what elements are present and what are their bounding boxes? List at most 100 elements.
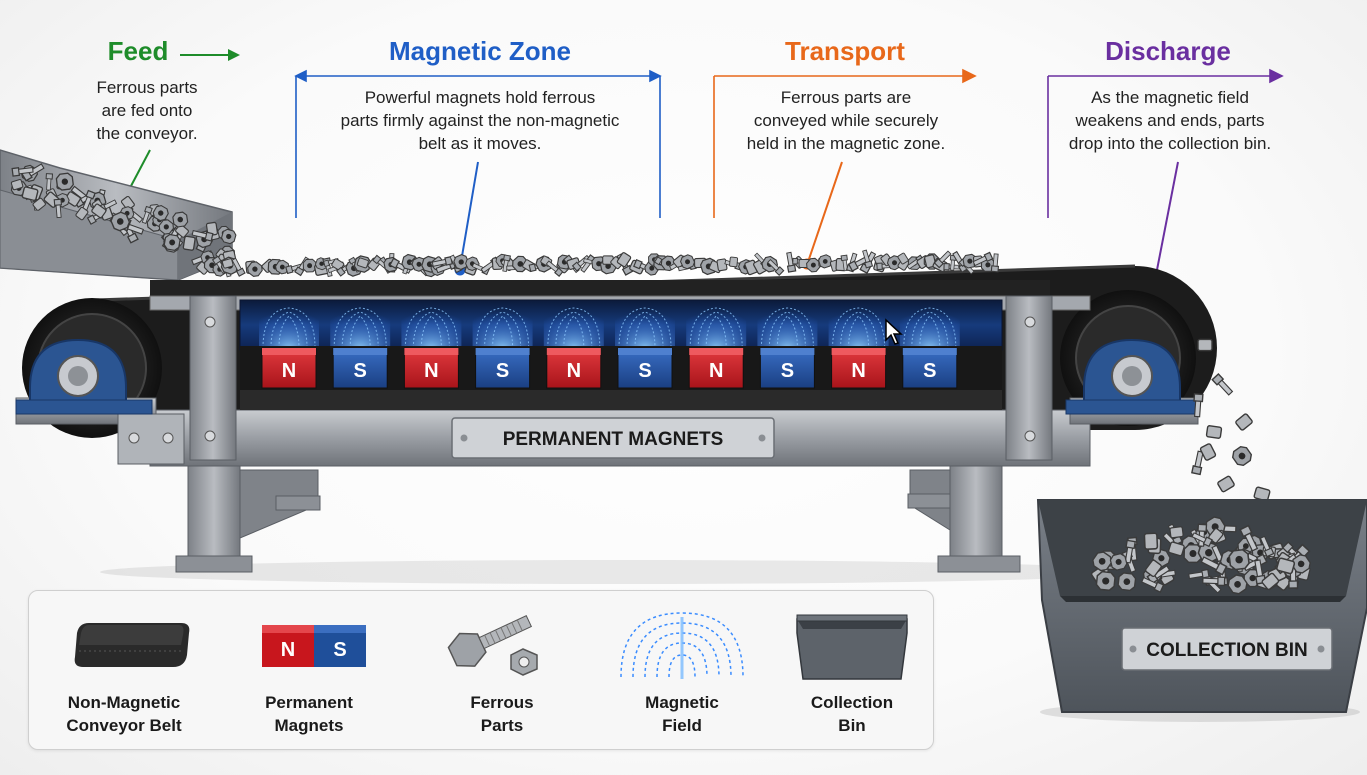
magnet-s-label: S bbox=[333, 639, 346, 661]
falling-part bbox=[1205, 425, 1223, 439]
feed-parts-pile bbox=[10, 163, 238, 278]
field-line bbox=[349, 315, 371, 349]
belt-parts bbox=[196, 249, 1000, 278]
ferrous-part bbox=[221, 258, 234, 269]
magnet-icon: N S bbox=[262, 625, 366, 667]
field-glow bbox=[686, 302, 747, 348]
ferrous-part bbox=[786, 251, 797, 273]
ferrous-part bbox=[91, 203, 107, 219]
ferrous-part bbox=[32, 197, 46, 211]
legend-label: Magnetic Field bbox=[607, 691, 757, 737]
ferrous-part bbox=[1183, 543, 1203, 564]
ferrous-part bbox=[10, 179, 24, 191]
bolt-nut-icon bbox=[447, 614, 538, 676]
magnet-pole-label: S bbox=[923, 360, 936, 382]
ferrous-part bbox=[1145, 559, 1162, 578]
falling-part bbox=[1211, 372, 1234, 396]
field-glow bbox=[828, 302, 889, 348]
transport-desc-line: Ferrous parts are bbox=[780, 88, 912, 107]
falling-part bbox=[1191, 450, 1204, 476]
legend-item-conveyor-belt: Non-Magnetic Conveyor Belt bbox=[49, 591, 199, 749]
ferrous-part bbox=[356, 257, 369, 269]
ferrous-part bbox=[1261, 572, 1280, 590]
field-glow bbox=[259, 302, 319, 348]
legend-label-line: Collection bbox=[810, 693, 894, 712]
field-line bbox=[333, 307, 387, 349]
right-leg bbox=[907, 459, 1021, 573]
ferrous-part bbox=[220, 228, 237, 245]
discharge-leader bbox=[1149, 161, 1179, 284]
ferrous-part bbox=[933, 250, 952, 269]
discharge-desc-line: As the magnetic field bbox=[1091, 88, 1249, 107]
feed-description: Ferrous parts are fed onto the conveyor. bbox=[62, 76, 232, 145]
ferrous-part bbox=[729, 256, 739, 268]
field-line bbox=[689, 307, 743, 349]
north-magnet: N bbox=[403, 347, 459, 389]
ferrous-part bbox=[1188, 568, 1210, 580]
legend-label-line: Permanent bbox=[265, 693, 353, 712]
feed-desc-line: are fed onto bbox=[101, 101, 193, 120]
ferrous-part bbox=[431, 256, 453, 267]
magnetic-zone-title: Magnetic Zone bbox=[388, 36, 571, 66]
south-magnet: S bbox=[617, 347, 673, 389]
ferrous-part bbox=[55, 172, 74, 191]
field-line bbox=[903, 307, 957, 349]
ferrous-part bbox=[110, 211, 131, 232]
north-magnet: N bbox=[546, 347, 602, 389]
ferrous-part bbox=[1095, 570, 1116, 592]
magnetic-zone-desc-line: Powerful magnets hold ferrous bbox=[364, 88, 596, 107]
ferrous-part bbox=[1202, 576, 1226, 587]
field-line bbox=[563, 315, 585, 349]
collection-bin-label: COLLECTION BIN bbox=[1146, 640, 1308, 661]
transport-desc-line: held in the magnetic zone. bbox=[746, 134, 946, 153]
field-glow bbox=[472, 302, 533, 348]
magnetic-zone-desc-line: belt as it moves. bbox=[418, 134, 542, 153]
right-bearing bbox=[1065, 338, 1197, 415]
ferrous-part bbox=[275, 259, 290, 275]
ferrous-part bbox=[163, 233, 181, 251]
ferrous-part bbox=[1109, 553, 1128, 571]
magnetic-zone-bracket bbox=[294, 69, 662, 218]
field-glow bbox=[615, 302, 675, 348]
permanent-magnets-plate: PERMANENT MAGNETS bbox=[451, 417, 775, 459]
field-line bbox=[919, 315, 941, 349]
ferrous-part bbox=[990, 253, 1000, 273]
ferrous-part bbox=[247, 261, 263, 277]
magnetic-zone-desc-line: parts firmly against the non-magnetic bbox=[340, 111, 620, 130]
legend-label: Permanent Magnets bbox=[234, 691, 384, 737]
feed-title: Feed bbox=[107, 36, 169, 66]
legend-item-collection-bin: Collection Bin bbox=[777, 591, 927, 749]
field-line bbox=[278, 315, 300, 349]
field-line bbox=[420, 315, 442, 349]
ferrous-part bbox=[191, 230, 214, 242]
legend-label-line: Parts bbox=[480, 716, 524, 735]
falling-part bbox=[1235, 413, 1253, 431]
transport-bracket bbox=[713, 68, 977, 218]
magnet-pole-label: S bbox=[781, 360, 794, 382]
ferrous-part bbox=[453, 254, 470, 270]
falling-part bbox=[1197, 338, 1213, 352]
legend-label-line: Ferrous bbox=[470, 693, 534, 712]
falling-part bbox=[1231, 445, 1253, 467]
south-magnet: S bbox=[759, 347, 815, 389]
permanent-magnets-label: PERMANENT MAGNETS bbox=[503, 429, 724, 450]
legend-label-line: Bin bbox=[838, 716, 866, 735]
field-line bbox=[760, 307, 814, 349]
north-magnet: N bbox=[831, 347, 887, 389]
field-line bbox=[404, 307, 458, 349]
field-line bbox=[776, 315, 798, 349]
falling-parts bbox=[1191, 338, 1271, 502]
ferrous-part bbox=[158, 219, 174, 235]
ferrous-part bbox=[172, 211, 189, 228]
south-magnet: S bbox=[332, 347, 388, 389]
legend: Non-Magnetic Conveyor Belt N S Permanent… bbox=[28, 590, 934, 750]
ferrous-part bbox=[1092, 551, 1113, 572]
legend-item-ferrous-parts: Ferrous Parts bbox=[427, 591, 577, 749]
magnet-pole-label: S bbox=[496, 360, 509, 382]
transport-desc-line: conveyed while securely bbox=[753, 111, 939, 130]
ferrous-part bbox=[21, 186, 39, 202]
ferrous-part bbox=[1254, 559, 1267, 585]
legend-label: Non-Magnetic Conveyor Belt bbox=[49, 691, 199, 737]
